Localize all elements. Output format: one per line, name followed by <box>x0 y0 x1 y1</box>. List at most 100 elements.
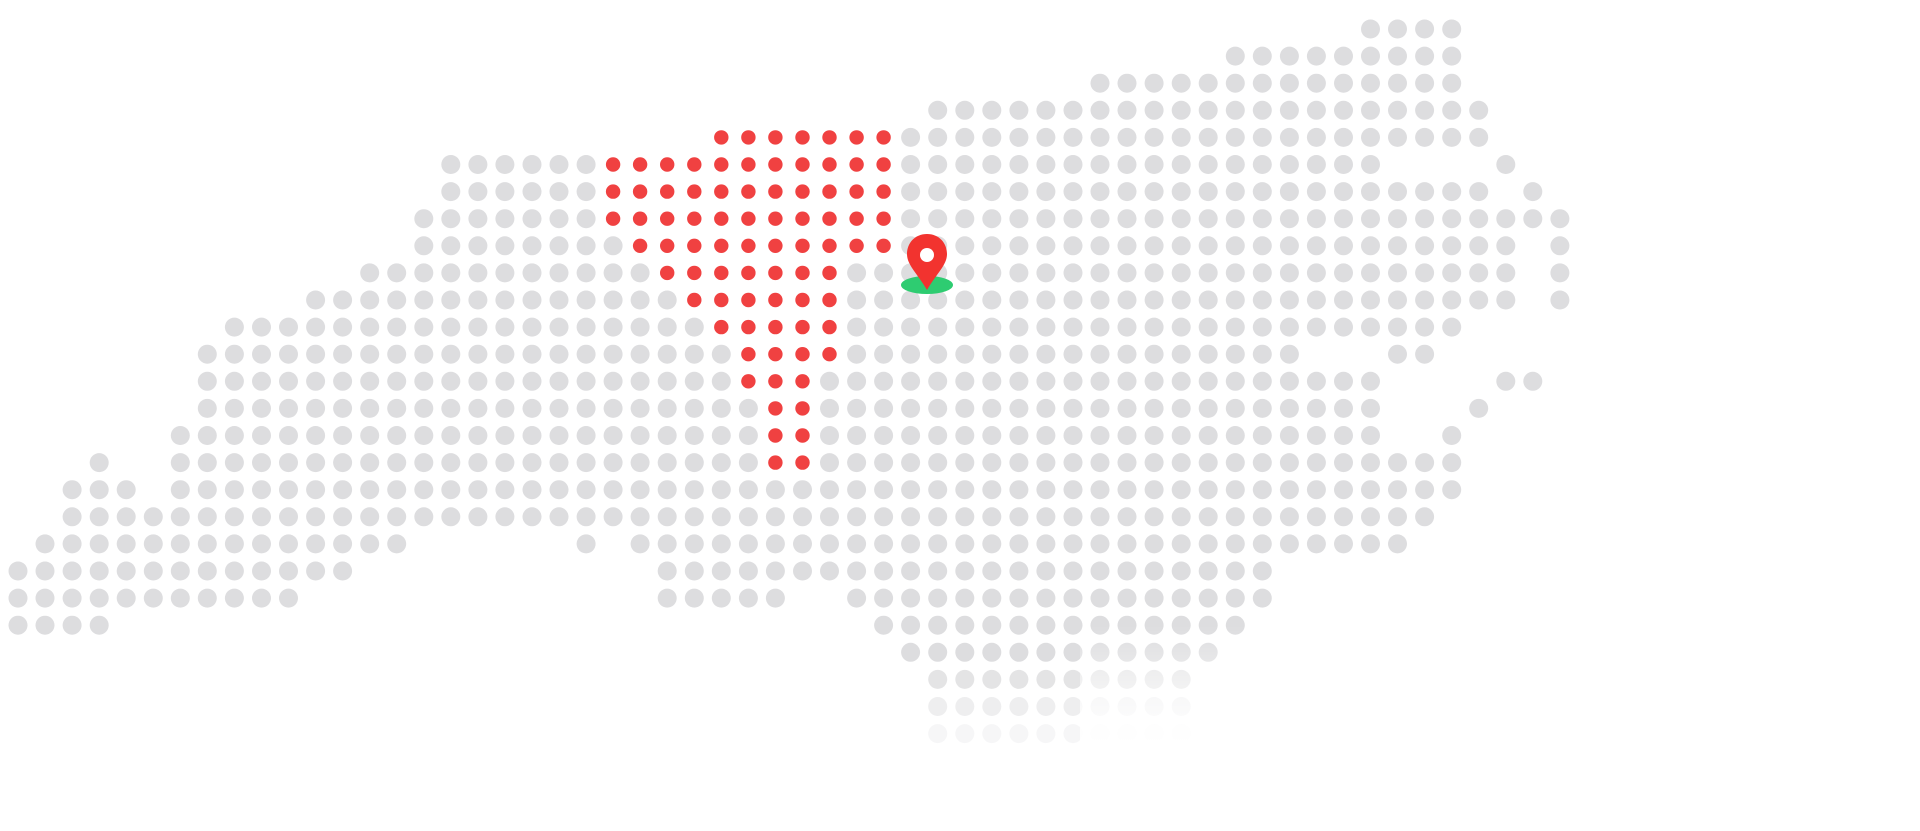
map-dot <box>1117 263 1137 283</box>
map-dot <box>820 561 839 581</box>
map-dot <box>955 344 975 364</box>
map-dot <box>1279 127 1299 147</box>
map-dot <box>333 453 353 473</box>
map-dot <box>224 398 244 418</box>
map-dot <box>279 534 298 554</box>
map-dot <box>1171 236 1191 256</box>
map-dot <box>360 371 380 391</box>
map-dot <box>1388 263 1407 283</box>
map-dot <box>901 615 921 635</box>
map-dot <box>1415 182 1435 202</box>
map-dot <box>468 209 488 229</box>
map-dot <box>1334 453 1353 473</box>
map-dot <box>387 453 407 473</box>
map-dot <box>1117 290 1137 310</box>
map-dot <box>1009 100 1029 120</box>
map-dot <box>441 344 461 364</box>
map-dot <box>1171 317 1191 337</box>
map-dot <box>224 480 244 500</box>
map-dot <box>982 398 1002 418</box>
map-dot <box>1198 182 1218 202</box>
map-dot <box>603 344 623 364</box>
map-dot <box>1225 290 1245 310</box>
map-dot <box>1144 236 1164 256</box>
map-dot <box>982 263 1002 283</box>
map-dot <box>549 317 569 337</box>
map-dot <box>1171 371 1191 391</box>
map-dot <box>576 371 596 391</box>
map-dot <box>495 480 515 500</box>
map-dot <box>522 371 542 391</box>
map-dot <box>630 453 650 473</box>
map-dot <box>522 507 542 527</box>
map-dot <box>1225 209 1245 229</box>
map-dot <box>522 426 542 445</box>
map-dot <box>982 615 1002 635</box>
map-dot <box>1036 344 1056 364</box>
highlighted-dot <box>741 265 756 281</box>
map-dot <box>1306 46 1326 66</box>
map-dot <box>874 426 894 445</box>
map-dot <box>657 588 677 608</box>
map-dot <box>333 426 353 445</box>
map-dot <box>1063 344 1083 364</box>
map-dot <box>1063 642 1083 662</box>
map-dot <box>928 561 948 581</box>
map-dot <box>1198 426 1218 445</box>
map-dot <box>1279 453 1299 473</box>
map-dot <box>1279 398 1299 418</box>
map-dot <box>1090 155 1110 174</box>
map-dot <box>279 480 298 500</box>
map-dot <box>1442 290 1462 310</box>
map-dot <box>89 480 109 500</box>
map-dot <box>1306 371 1326 391</box>
map-dot <box>1415 127 1435 147</box>
highlighted-dot <box>741 238 756 253</box>
map-dot <box>982 480 1002 500</box>
map-dot <box>1388 534 1407 554</box>
map-dot <box>360 507 380 527</box>
map-dot <box>1198 588 1218 608</box>
map-dot <box>360 263 380 283</box>
map-dot <box>495 263 515 283</box>
map-dot <box>982 182 1002 202</box>
map-dot <box>1090 426 1110 445</box>
map-dot <box>1144 453 1164 473</box>
highlighted-dot <box>687 184 702 199</box>
highlighted-dot <box>741 347 756 362</box>
map-dot <box>1144 588 1164 608</box>
map-dot <box>62 480 82 500</box>
map-dot <box>197 507 217 527</box>
map-dot <box>1225 344 1245 364</box>
map-dot <box>657 534 677 554</box>
map-dot <box>252 453 271 473</box>
map-dot <box>1306 290 1326 310</box>
highlighted-dot <box>876 157 891 172</box>
map-dot <box>252 507 271 527</box>
highlighted-dot <box>768 319 783 335</box>
map-dot <box>1442 46 1462 66</box>
map-dot <box>1361 290 1380 310</box>
map-dot <box>603 290 623 310</box>
map-dot <box>279 398 298 418</box>
map-dot <box>252 371 271 391</box>
map-dot <box>495 155 515 174</box>
map-dot <box>414 317 434 337</box>
highlighted-dot <box>687 157 702 172</box>
map-dot <box>279 588 298 608</box>
map-dot <box>1063 127 1083 147</box>
map-dot <box>1334 507 1353 527</box>
highlighted-dot <box>822 292 837 308</box>
map-dot <box>1063 426 1083 445</box>
location-pin-icon[interactable] <box>898 232 956 298</box>
map-dot <box>306 317 326 337</box>
map-dot <box>441 398 461 418</box>
map-dot <box>1252 46 1272 66</box>
map-dot <box>1063 534 1083 554</box>
map-dot <box>874 371 894 391</box>
map-dot <box>1198 507 1218 527</box>
map-dot <box>955 615 975 635</box>
map-dot <box>1063 182 1083 202</box>
map-dot <box>901 290 921 310</box>
